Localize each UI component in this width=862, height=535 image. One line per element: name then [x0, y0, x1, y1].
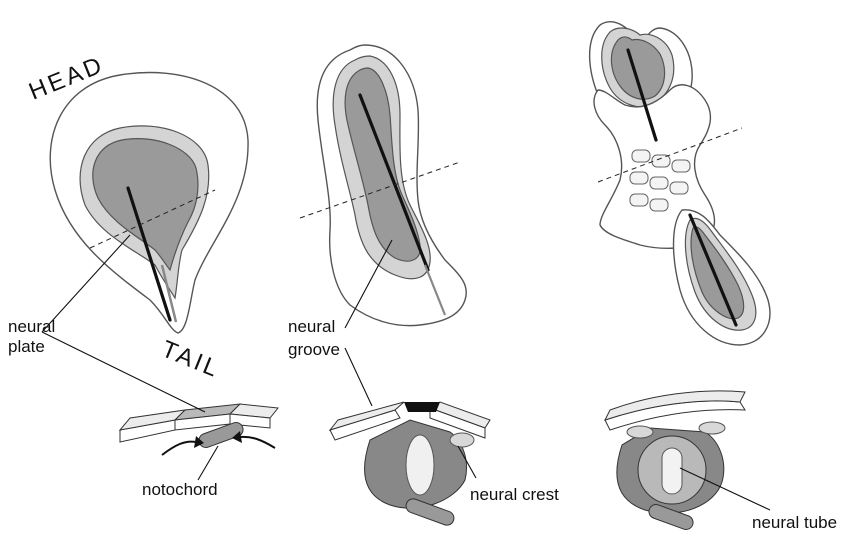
neural-plate-label-line1: neural — [8, 317, 55, 336]
tail-label: TAIL — [158, 336, 225, 384]
neural-plate-label-line2: plate — [8, 337, 45, 356]
notochord-label: notochord — [142, 480, 218, 499]
somite — [650, 177, 668, 189]
stage1-embryo: HEAD TAIL — [25, 51, 248, 383]
stage3-embryo — [590, 22, 770, 345]
neural-groove-label-line2: groove — [288, 340, 340, 359]
section1-right-fold-arrow — [240, 437, 275, 448]
section3-crest-left — [627, 426, 653, 438]
somite — [670, 182, 688, 194]
somite — [630, 194, 648, 206]
neural-crest-label: neural crest — [470, 485, 559, 504]
somite — [650, 199, 668, 211]
section2-crest-top — [404, 402, 440, 412]
section2-neural-groove — [330, 402, 490, 527]
section2-groove-lumen — [406, 435, 434, 495]
somite — [630, 172, 648, 184]
section2-neural-crest — [450, 433, 474, 447]
section3-crest-right — [699, 422, 725, 434]
section1-left-fold-arrow — [162, 442, 196, 455]
section3-neural-tube-lumen — [662, 448, 682, 494]
somite — [632, 150, 650, 162]
neural-groove-label-line1: neural — [288, 317, 335, 336]
stage2-embryo — [300, 45, 466, 326]
section3-neural-tube — [605, 391, 745, 532]
somite — [652, 155, 670, 167]
neural-tube-label: neural tube — [752, 513, 837, 532]
somite — [672, 160, 690, 172]
section1-neural-plate — [120, 404, 278, 455]
notochord-leader — [198, 446, 218, 480]
